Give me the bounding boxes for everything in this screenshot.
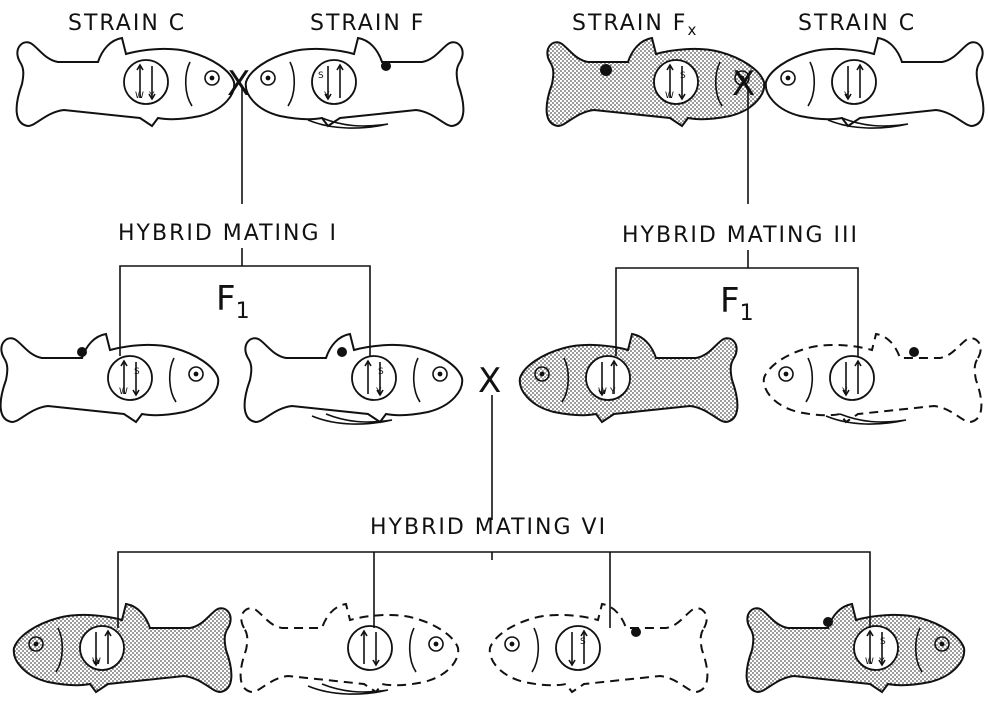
chrom-y: Y <box>843 91 850 101</box>
pedigree-lines <box>118 88 870 628</box>
label-strain-c-left: STRAIN C <box>68 11 186 36</box>
chrom-y: Y <box>375 387 382 397</box>
label-strain-f: STRAIN F <box>310 11 425 36</box>
chrom-w: W <box>865 657 874 667</box>
chrom-y: Y <box>323 91 330 101</box>
chrom-y: Y <box>609 387 616 397</box>
label-hybrid-mating-3: HYBRID MATING III <box>622 223 859 248</box>
cross-symbol-top-left: X <box>227 64 250 104</box>
chrom-s: S <box>378 367 384 377</box>
label-hybrid-mating-6: HYBRID MATING VI <box>370 515 607 540</box>
chrom-w: W <box>665 91 674 101</box>
chrom-s: S <box>680 71 686 81</box>
fish-f1-right-male <box>764 334 982 424</box>
fish-strain-c-left: W Y <box>17 38 235 126</box>
fish-offspring-3 <box>490 604 708 692</box>
label-strain-c-right: STRAIN C <box>798 11 916 36</box>
fish-f1-right-female <box>520 334 738 422</box>
chrom-s: S <box>880 637 886 647</box>
fish-offspring-1 <box>14 604 232 692</box>
fish-strain-f <box>246 38 464 128</box>
label-f1-right: F1 <box>720 281 754 326</box>
label-hybrid-mating-1: HYBRID MATING I <box>118 221 338 246</box>
chrom-w: W <box>119 387 128 397</box>
fish-f1-left-female <box>1 334 219 422</box>
fish-f1-left-male <box>245 334 463 424</box>
label-strain-fx: STRAIN Fx <box>572 11 698 39</box>
chrom-y: Y <box>148 91 155 101</box>
label-f1-left: F1 <box>216 279 250 324</box>
chrom-y: Y <box>878 657 885 667</box>
chrom-s: S <box>134 367 140 377</box>
fish-offspring-4 <box>747 604 965 692</box>
cross-symbol-middle: X <box>478 361 501 401</box>
cross-symbol-top-right: X <box>732 64 755 104</box>
chrom-y: Y <box>841 387 848 397</box>
fish-offspring-2 <box>241 604 459 694</box>
chrom-w: W <box>135 91 144 101</box>
chrom-s: S <box>580 637 586 647</box>
chrom-w: W <box>92 657 101 667</box>
chrom-w: W <box>598 387 607 397</box>
fish-strain-c-right <box>766 38 984 128</box>
chrom-s: S <box>318 71 324 81</box>
